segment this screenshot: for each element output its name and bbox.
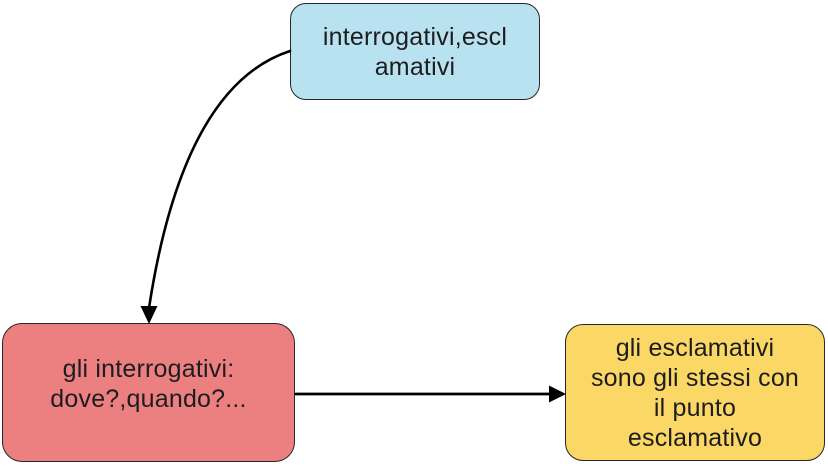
node-label: interrogativi,escl amativi <box>322 22 508 81</box>
connector-interrogativi-to-esclamativi <box>294 385 566 403</box>
arrowhead-down-icon <box>140 306 158 324</box>
node-gli-esclamativi[interactable]: gli esclamativi sono gli stessi con il p… <box>565 324 825 461</box>
node-interrogativi-esclamativi[interactable]: interrogativi,escl amativi <box>290 3 540 100</box>
node-label: gli esclamativi sono gli stessi con il p… <box>590 333 800 452</box>
connector-curve-line <box>147 49 292 310</box>
node-label: gli interrogativi: dove?,quando?... <box>50 354 247 413</box>
arrowhead-right-icon <box>549 385 566 403</box>
node-gli-interrogativi[interactable]: gli interrogativi: dove?,quando?... <box>2 323 295 462</box>
connector-root-to-interrogativi <box>140 49 292 324</box>
